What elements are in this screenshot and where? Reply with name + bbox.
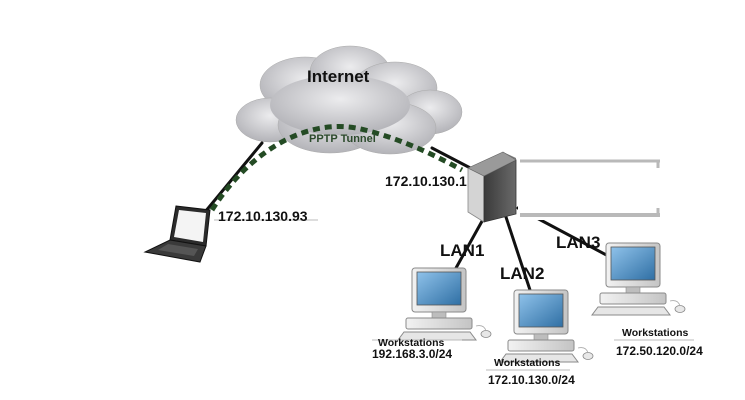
workstation-icon-lan2: [499, 289, 594, 363]
internet-cloud: [235, 45, 463, 155]
router-ip-label: 172.10.130.1: [385, 173, 467, 189]
workstation-title-lan3: Workstations: [622, 327, 688, 339]
workstation-subnet-lan3: 172.50.120.0/24: [616, 344, 703, 358]
workstation-title-lan1: Workstations: [378, 337, 444, 349]
lan3-label: LAN3: [556, 233, 600, 252]
tunnel-label: PPTP Tunnel: [309, 133, 376, 145]
workstation-title-lan2: Workstations: [494, 357, 560, 369]
internet-label: Internet: [307, 67, 370, 86]
lan1-link: [454, 212, 488, 270]
client-uplink: [203, 141, 264, 214]
workstation-icon-lan1: [397, 267, 492, 341]
router-icon: [467, 151, 517, 223]
lan2-link: [503, 212, 532, 292]
decorative-bar: [518, 159, 660, 220]
lan1-label: LAN1: [440, 241, 484, 260]
workstation-subnet-lan2: 172.10.130.0/24: [488, 373, 575, 387]
client-ip-label: 172.10.130.93: [218, 208, 308, 224]
workstation-icon-lan3: [591, 242, 686, 316]
lan2-label: LAN2: [500, 264, 544, 283]
workstation-subnet-lan1: 192.168.3.0/24: [372, 347, 452, 361]
pptp-tunnel: [209, 124, 464, 212]
laptop-icon: [143, 205, 211, 263]
